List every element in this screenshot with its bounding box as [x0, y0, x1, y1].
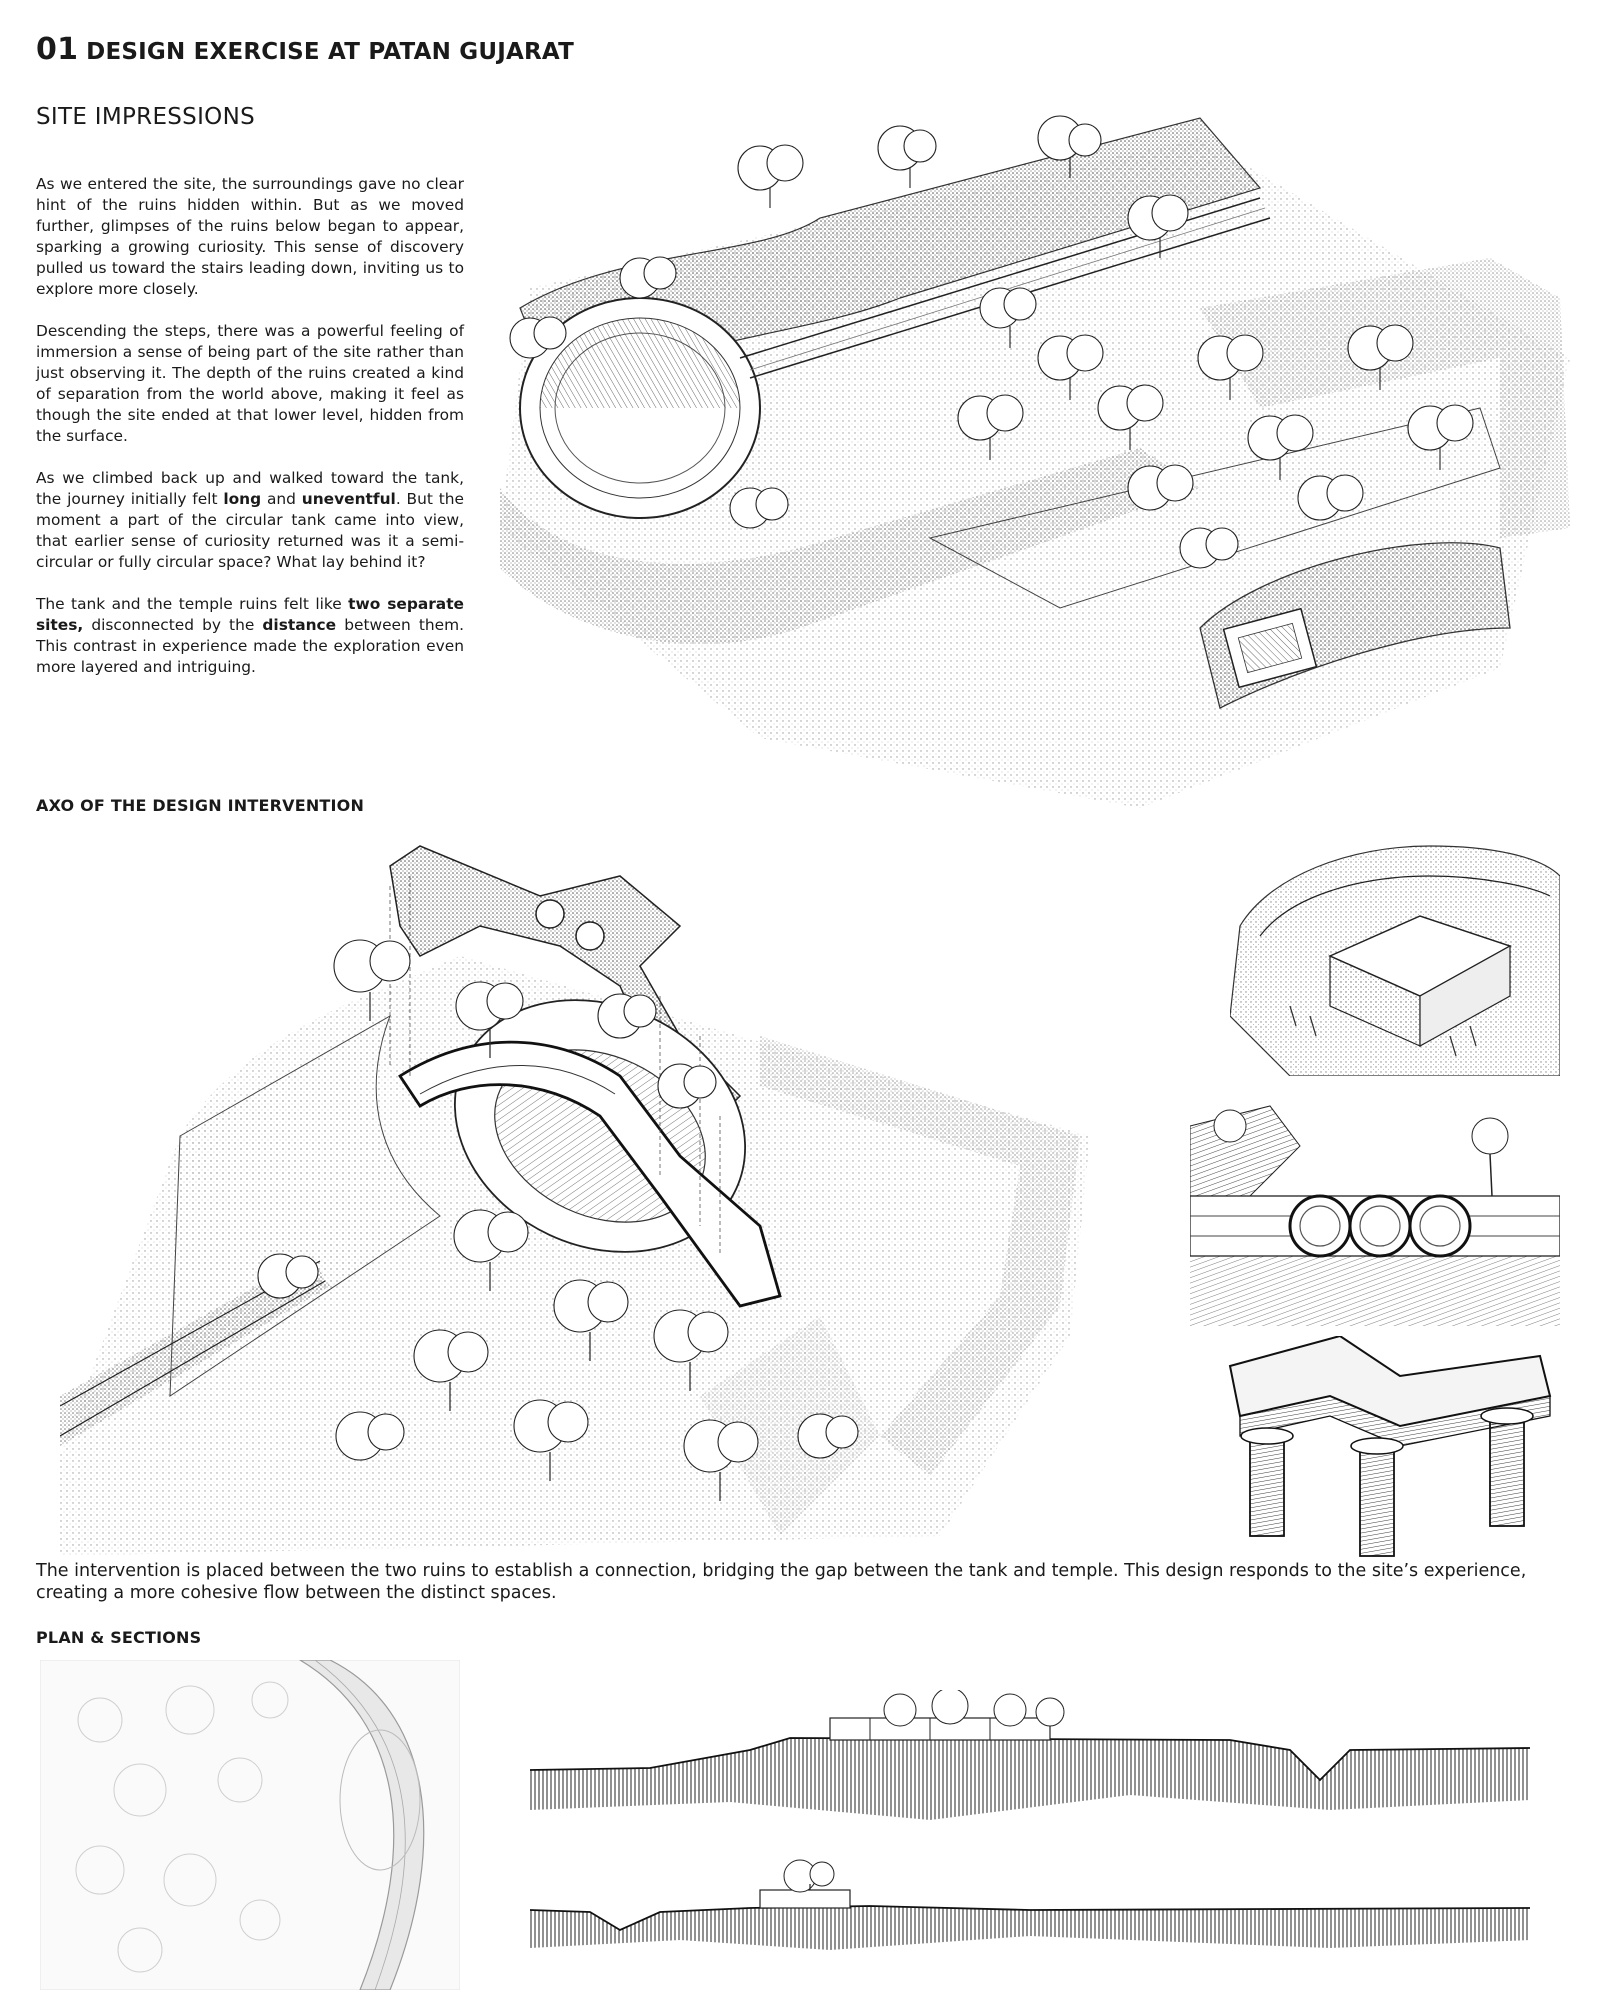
emphasis-distance: distance [262, 616, 337, 634]
design-intervention-axonometric [60, 836, 1190, 1556]
text-run: between them. This contrast in experienc… [36, 616, 465, 676]
circular-openings-sketch [1190, 1086, 1560, 1326]
text-run: As we climbed back up and walked toward … [36, 469, 464, 508]
paragraph-entry: As we entered the site, the surroundings… [36, 175, 464, 298]
site-impressions-heading: SITE IMPRESSIONS [36, 104, 255, 130]
text-run: . But the moment a part of the circular … [36, 490, 464, 571]
plan-sections-heading: PLAN & SECTIONS [36, 1628, 202, 1647]
column-bracket-sketch [1210, 1336, 1560, 1566]
text-run: The tank and the temple ruins felt like [36, 595, 349, 613]
temple-ruins-sketch [1230, 836, 1560, 1076]
emphasis-long: long [223, 490, 262, 508]
paragraph-tank: As we climbed back up and walked toward … [36, 468, 464, 573]
site-axonometric-sketch [500, 108, 1580, 828]
section-drawing-2 [530, 1840, 1570, 1970]
page-title: 01 DESIGN EXERCISE AT PATAN GUJARAT [36, 32, 574, 67]
section-drawing-1 [530, 1690, 1570, 1840]
text-run: disconnected by the [83, 616, 263, 634]
emphasis-uneventful: uneventful [301, 490, 396, 508]
paragraph-two-sites: The tank and the temple ruins felt like … [36, 594, 464, 678]
section-number: 01 [36, 32, 79, 67]
site-plan-drawing [40, 1660, 460, 1990]
text-run: and [261, 490, 302, 508]
section-title: DESIGN EXERCISE AT PATAN GUJARAT [86, 39, 574, 65]
site-impressions-text: As we entered the site, the surroundings… [36, 174, 464, 699]
axo-heading: AXO OF THE DESIGN INTERVENTION [36, 796, 365, 815]
emphasis-two-separate-sites: two separate sites, [36, 595, 464, 634]
axo-caption: The intervention is placed between the t… [36, 1561, 1527, 1603]
paragraph-descent: Descending the steps, there was a powerf… [36, 322, 464, 445]
